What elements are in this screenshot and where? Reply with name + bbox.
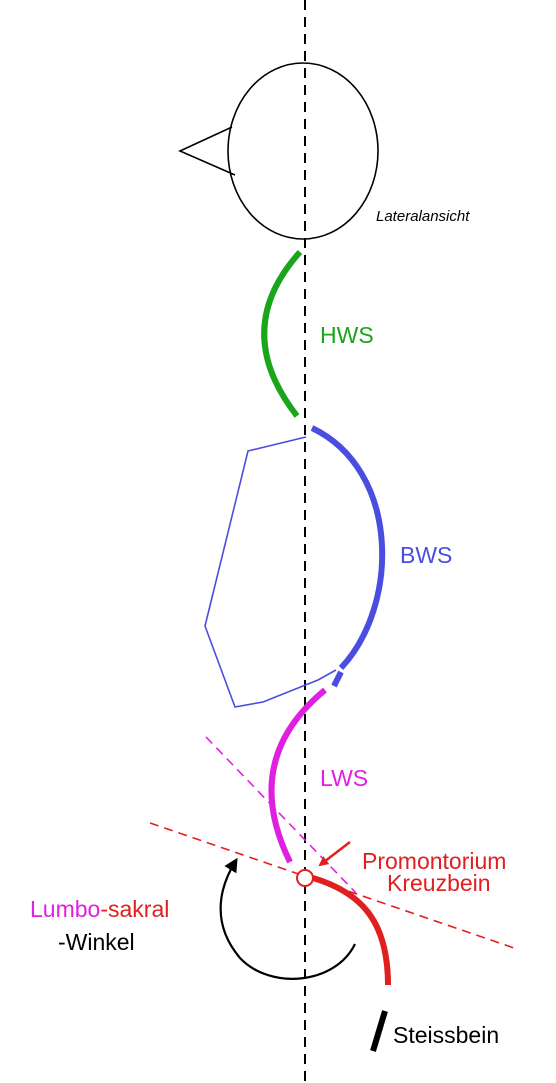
angle-label-winkel: -Winkel [58, 929, 135, 955]
view-label: Lateralansicht [376, 208, 470, 225]
angle-label-sakral: sakral [108, 896, 169, 922]
lws-label: LWS [320, 765, 368, 791]
angle-label-lumbo: Lumbo [30, 896, 100, 922]
steissbein-label: Steissbein [393, 1022, 499, 1048]
hws-label: HWS [320, 322, 374, 348]
promontorium-label: Promontorium [362, 848, 506, 874]
bws-label: BWS [400, 542, 452, 568]
lws-curve [268, 687, 327, 864]
angle-label-dash: - [100, 896, 108, 922]
promontorium-arrow [318, 841, 351, 867]
hws-curve [261, 249, 303, 418]
angle-label-line1: Lumbo-sakral [30, 896, 169, 922]
bws-curve [310, 425, 386, 671]
bws-curve-end [331, 670, 344, 688]
nose-outline [178, 126, 236, 176]
kreuzbein-label: Kreuzbein [387, 870, 491, 896]
kreuzbein-curve [312, 875, 391, 986]
thorax-outline [204, 436, 337, 708]
lumbar-axis-line [205, 736, 357, 894]
promontorium-marker [296, 869, 314, 887]
angle-arc [219, 857, 356, 980]
steissbein-mark [370, 1010, 388, 1052]
head-outline [227, 62, 379, 240]
sacral-plane-line [149, 822, 515, 949]
